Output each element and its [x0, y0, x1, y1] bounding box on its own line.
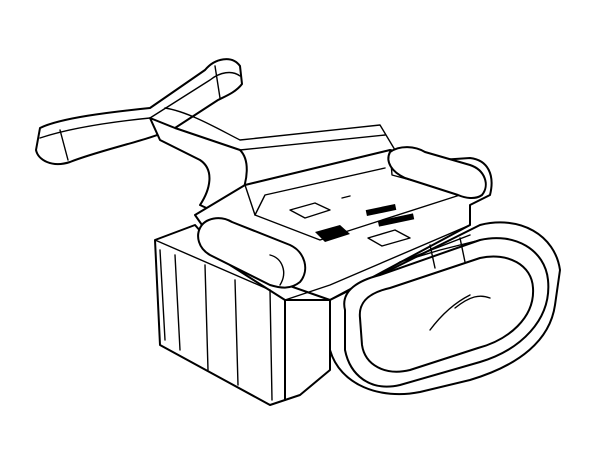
raised-lettering — [365, 203, 415, 227]
label-patch — [315, 225, 350, 242]
connector-mouth — [329, 221, 561, 396]
housing — [154, 146, 493, 406]
